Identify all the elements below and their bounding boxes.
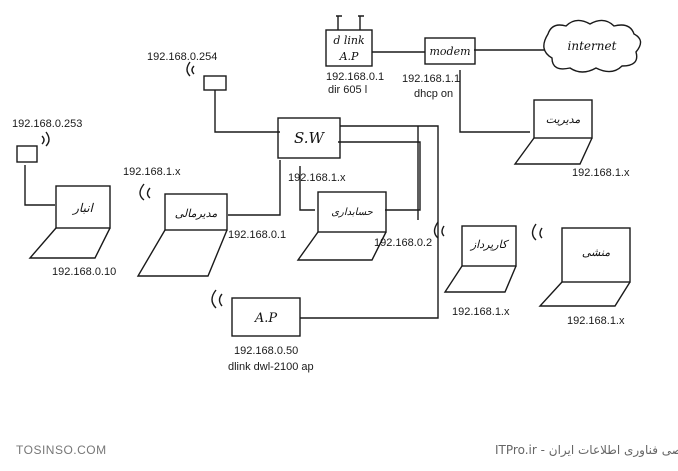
laptop-hesabdari-ip: 192.168.1.x [288,172,346,184]
ap-left: 192.168.0.253 [12,118,82,163]
laptop-modir-mali-screen-label: مدیرمالی [175,207,218,220]
ap-dwl2100-ip: 192.168.0.50 [234,345,298,357]
switch-label: S.W [294,129,326,147]
laptop-karpardaz-ip: 192.168.1.x [452,306,510,318]
laptop-modiriat-screen-label: مدیریت [546,113,581,126]
ap-left-wifi-icon [41,131,50,147]
laptop-modiriat-ip: 192.168.1.x [572,167,630,179]
laptop-monshi-screen-label: منشی [582,246,610,259]
dlink-ap-label-line1: d link [333,34,365,47]
laptop-hesabdari-ip2: 192.168.0.2 [374,237,432,249]
dlink-ap: d link A.P 192.168.0.1 dir 605 l [325,15,384,96]
ap-dwl2100-model: dlink dwl-2100 ap [228,361,314,373]
dlink-ap-ip: 192.168.0.1 [326,71,384,83]
laptop-karpardaz-screen-label: کارپرداز [469,238,510,251]
ap-dwl2100-wifi-icon [211,289,223,309]
ap-top-wifi-icon [186,61,195,77]
footer: TOSINSO.COM ITPro.ir - انجمن تخصصی فناور… [16,443,678,458]
footer-left-text: TOSINSO.COM [16,443,107,457]
laptop-anbar-ip: 192.168.0.10 [52,266,116,278]
modem-dhcp-note: dhcp on [414,88,453,100]
dlink-ap-label-line2: A.P [339,50,359,63]
laptop-hesabdari-screen-label: حسابداری [331,207,373,218]
ap-top-ip: 192.168.0.254 [147,51,217,63]
laptop-karpardaz-wifi-icon [433,221,445,239]
dlink-ap-model: dir 605 l [328,84,367,96]
laptop-anbar: انبار 192.168.0.10 [28,185,116,278]
switch: S.W [277,117,341,159]
laptop-modir-mali-wifi-icon [139,183,151,201]
modem-ip: 192.168.1.1 [402,73,460,85]
ap-left-ip: 192.168.0.253 [12,118,82,130]
laptop-modir-mali-ip2: 192.168.0.1 [228,229,286,241]
laptop-modir-mali-ip: 192.168.1.x [123,166,181,178]
modem: modem 192.168.1.1 dhcp on [402,37,476,100]
ap-top: 192.168.0.254 [147,51,227,91]
laptop-anbar-screen-label: انبار [71,201,94,215]
laptop-karpardaz: کارپرداز 192.168.1.x [433,221,517,318]
laptop-monshi-ip: 192.168.1.x [567,315,625,327]
modem-label: modem [429,45,470,58]
laptop-hesabdari: حسابداری 192.168.1.x 192.168.0.2 [288,172,432,261]
internet-label: internet [568,39,617,53]
laptop-modir-mali: مدیرمالی 192.168.1.x 192.168.0.1 [123,166,286,277]
footer-right-text: ITPro.ir - انجمن تخصصی فناوری اطلاعات ای… [495,443,678,458]
laptop-monshi-wifi-icon [531,223,543,241]
internet-cloud: internet [543,19,642,73]
ap-dwl2100: A.P 192.168.0.50 dlink dwl-2100 ap [211,289,314,373]
ap-dwl2100-label: A.P [254,311,278,326]
laptop-modiriat: مدیریت 192.168.1.x [513,99,630,179]
laptop-monshi: منشی 192.168.1.x [531,223,631,327]
